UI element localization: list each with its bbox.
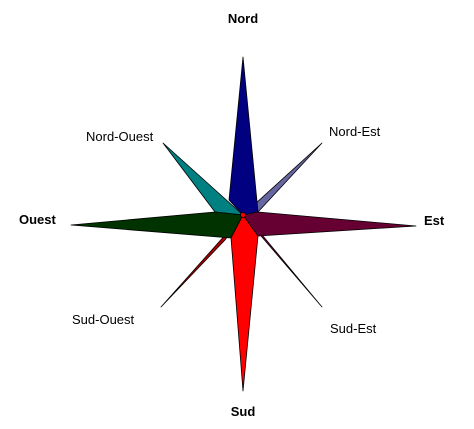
north-point [228,56,259,216]
south-point [230,214,259,392]
east-point [242,211,417,237]
label-north: Nord [227,11,259,26]
center-dot [240,212,246,218]
label-southeast: Sud-Est [330,321,377,336]
label-northwest: Nord-Ouest [86,129,154,144]
label-south: Sud [230,404,256,419]
label-northeast: Nord-Est [329,124,381,139]
label-west: Ouest [19,212,56,227]
label-east: Est [424,213,445,228]
west-point [70,211,244,239]
label-southwest: Sud-Ouest [72,312,135,327]
